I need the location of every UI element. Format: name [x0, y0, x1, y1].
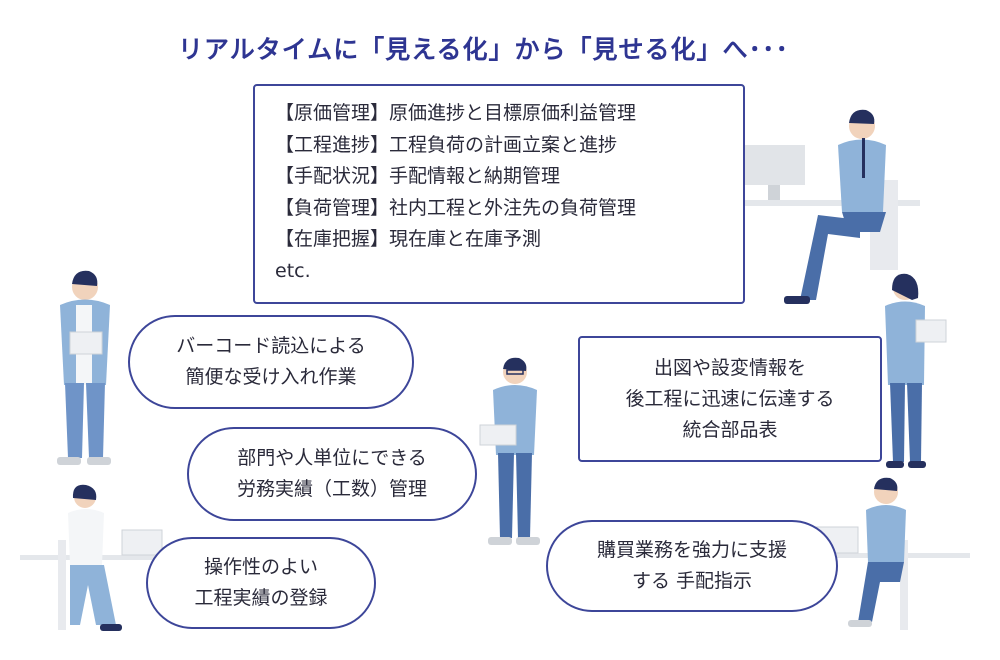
standing-man-laptop-figure	[479, 357, 540, 545]
feature-list-panel: 【原価管理】原価進捗と目標原価利益管理 【工程進捗】工程負荷の計画立案と進捗 【…	[253, 84, 745, 304]
headline: リアルタイムに「見える化」から「見せる化」へ･･･	[178, 35, 790, 64]
bom-box: 出図や設変情報を 後工程に迅速に伝達する 統合部品表	[578, 336, 882, 462]
bom-box-line3: 統合部品表	[682, 418, 778, 441]
standing-man-papers-figure	[57, 270, 111, 465]
operation-bubble: 操作性のよい 工程実績の登録	[146, 537, 376, 629]
seated-woman-laptop-figure	[20, 484, 220, 631]
barcode-bubble: バーコード読込による 簡便な受け入れ作業	[128, 315, 414, 409]
feature-procurement-status: 【手配状況】手配情報と納期管理	[275, 165, 561, 187]
feature-inventory: 【在庫把握】現在庫と在庫予測	[275, 228, 542, 250]
bom-box-line2: 後工程に迅速に伝達する	[625, 387, 835, 410]
feature-load-management: 【負荷管理】社内工程と外注先の負荷管理	[275, 196, 637, 219]
seated-man-desk-figure	[760, 477, 970, 630]
barcode-bubble-line2: 簡便な受け入れ作業	[185, 366, 357, 388]
labor-bubble: 部門や人単位にできる 労務実績（工数）管理	[187, 427, 477, 521]
standing-woman-document-figure	[885, 273, 947, 468]
purchase-bubble-line1: 購買業務を強力に支援	[596, 539, 787, 561]
labor-bubble-line2: 労務実績（工数）管理	[236, 478, 427, 500]
feature-process-progress: 【工程進捗】工程負荷の計画立案と進捗	[275, 133, 618, 156]
barcode-bubble-line1: バーコード読込による	[176, 335, 366, 357]
bom-box-line1: 出図や設変情報を	[653, 356, 806, 379]
operation-bubble-line1: 操作性のよい	[203, 556, 318, 578]
purchase-bubble: 購買業務を強力に支援 する 手配指示	[546, 520, 838, 612]
seated-man-monitor-figure	[700, 109, 920, 304]
labor-bubble-line1: 部門や人単位にできる	[237, 447, 427, 469]
feature-cost-management: 【原価管理】原価進捗と目標原価利益管理	[275, 102, 637, 124]
purchase-bubble-line2: する 手配指示	[631, 570, 753, 592]
operation-bubble-line2: 工程実績の登録	[194, 587, 328, 609]
feature-etc: etc.	[275, 259, 311, 282]
